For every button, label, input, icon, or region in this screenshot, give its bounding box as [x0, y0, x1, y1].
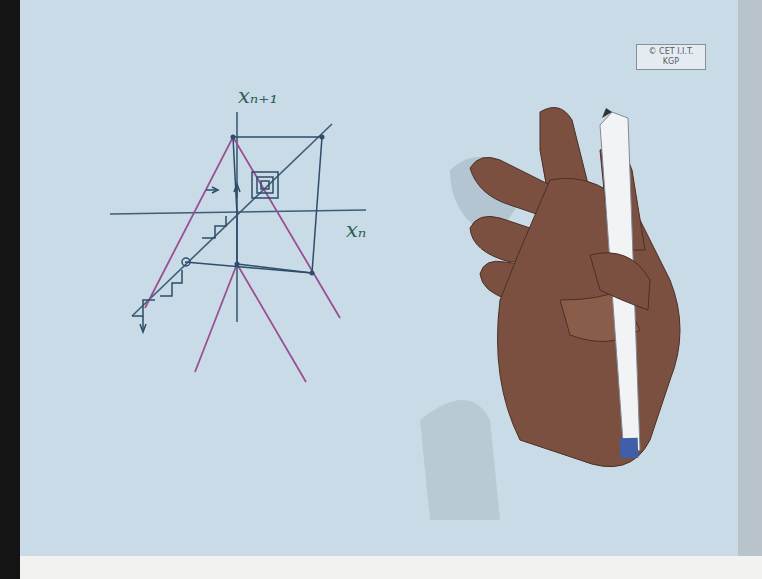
axis-label: xₙ [346, 218, 366, 242]
axis-label: xₙ₊₁ [238, 84, 278, 108]
watermark-text: © CET I.I.T. KGP [641, 47, 701, 67]
watermark-box: © CET I.I.T. KGP [636, 44, 706, 70]
